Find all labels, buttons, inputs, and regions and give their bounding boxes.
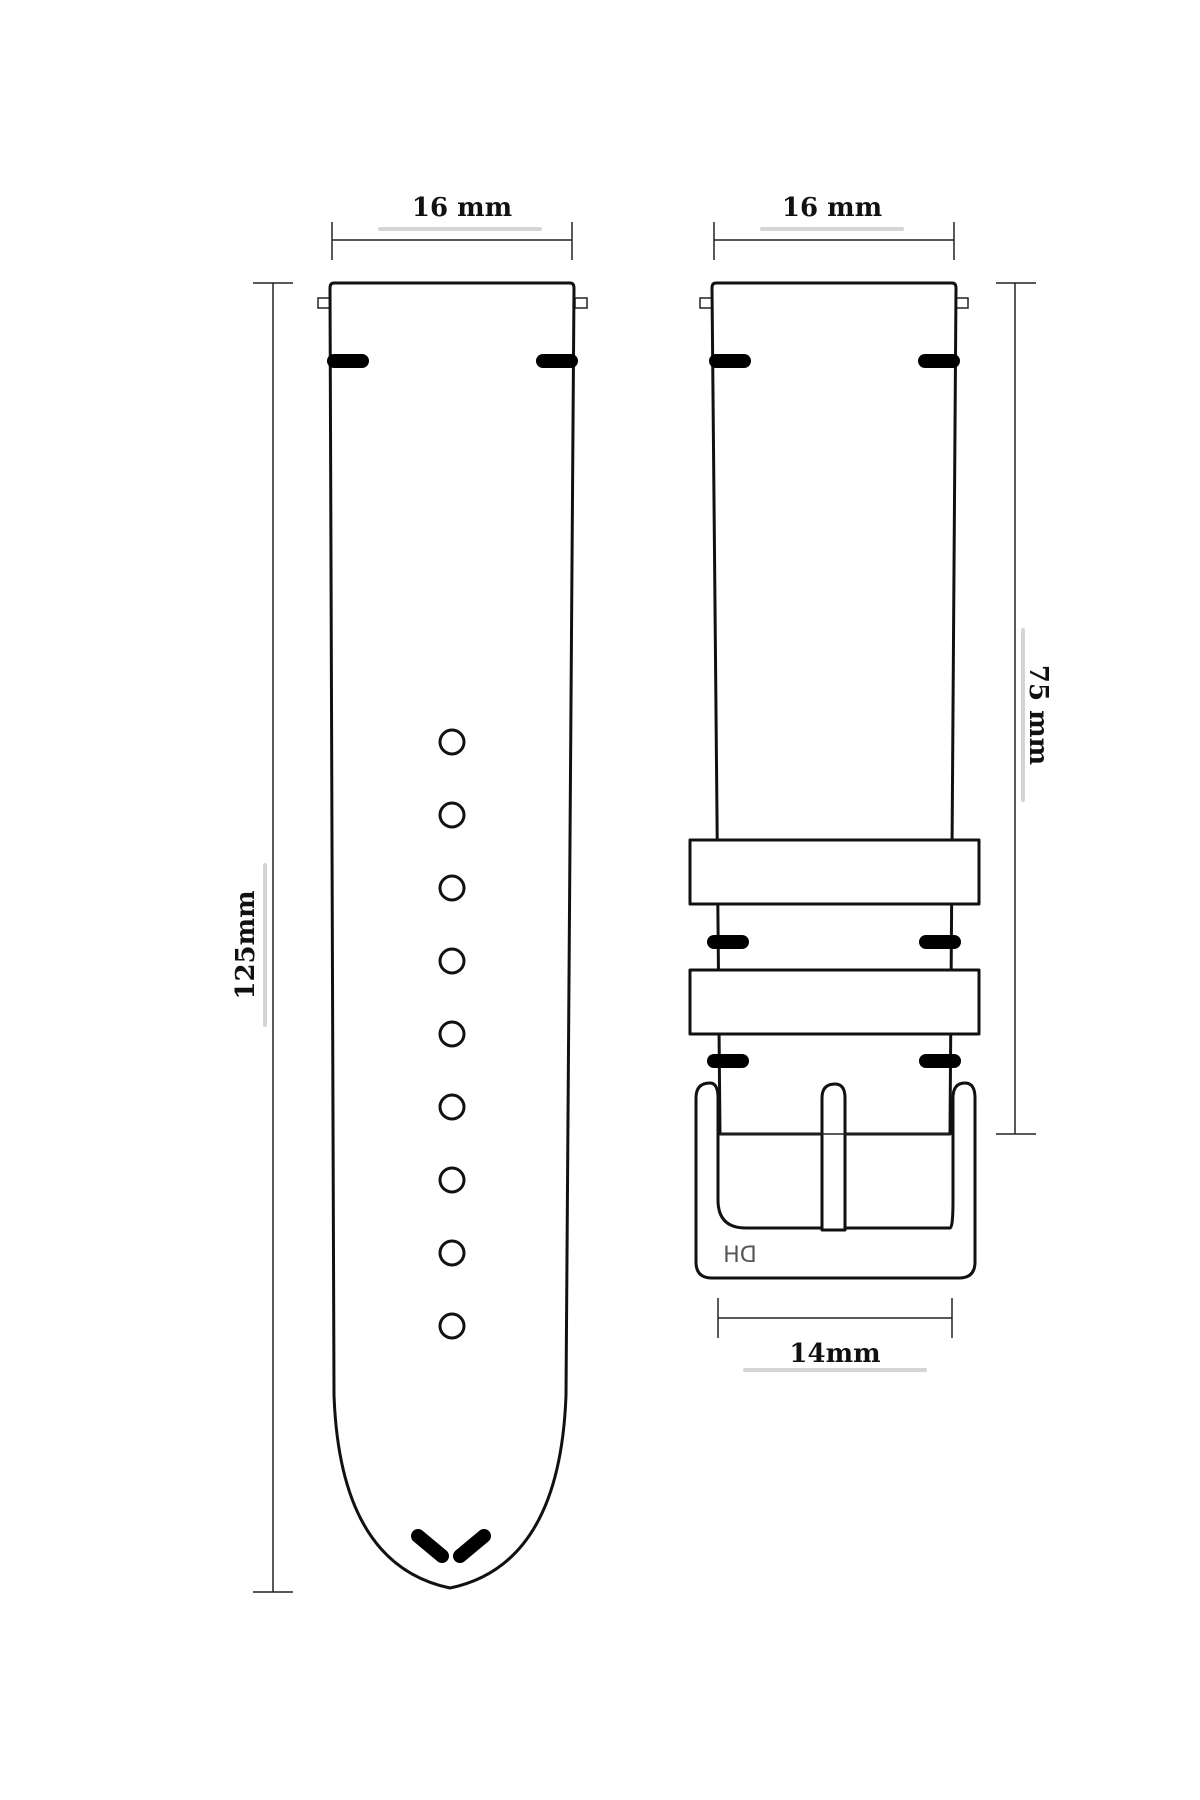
strap-hole [438,1312,466,1340]
strap-hole [438,947,466,975]
short-width-label: 16 mm [782,193,882,223]
short-strap: DH [688,281,981,1280]
short-length-dimension: 75 mm [996,282,1053,1135]
spring-bar-right-tip [574,297,588,309]
long-strap-outline [328,281,576,1590]
spring-bar-left-tip [317,297,331,309]
long-width-label: 16 mm [412,193,512,223]
buckle-width-label: 14mm [789,1339,880,1369]
short-width-dimension: 16 mm [713,193,955,260]
long-length-label: 125mm [231,890,261,999]
long-length-dimension: 125mm [231,282,293,1593]
long-width-dimension: 16 mm [331,193,573,260]
tip-stitch-right [453,1529,491,1563]
strap-hole [438,728,466,756]
strap-keeper-bottom [688,968,981,1036]
buckle-tongue [820,1082,847,1232]
tip-stitch-left [411,1529,449,1563]
buckle-frame [694,1081,977,1280]
strap-hole [438,1093,466,1121]
spring-bar-left-tip [699,297,713,309]
strap-hole [438,1166,466,1194]
strap-hole [438,874,466,902]
strap-keeper-top [688,838,981,906]
long-strap [317,281,588,1590]
strap-hole [438,1020,466,1048]
short-length-label: 75 mm [1023,665,1053,765]
strap-hole [438,1239,466,1267]
buckle-width-dimension: 14mm [717,1298,953,1372]
spring-bar-right-tip [955,297,969,309]
buckle-logo: DH [723,1243,756,1268]
strap-hole [438,801,466,829]
